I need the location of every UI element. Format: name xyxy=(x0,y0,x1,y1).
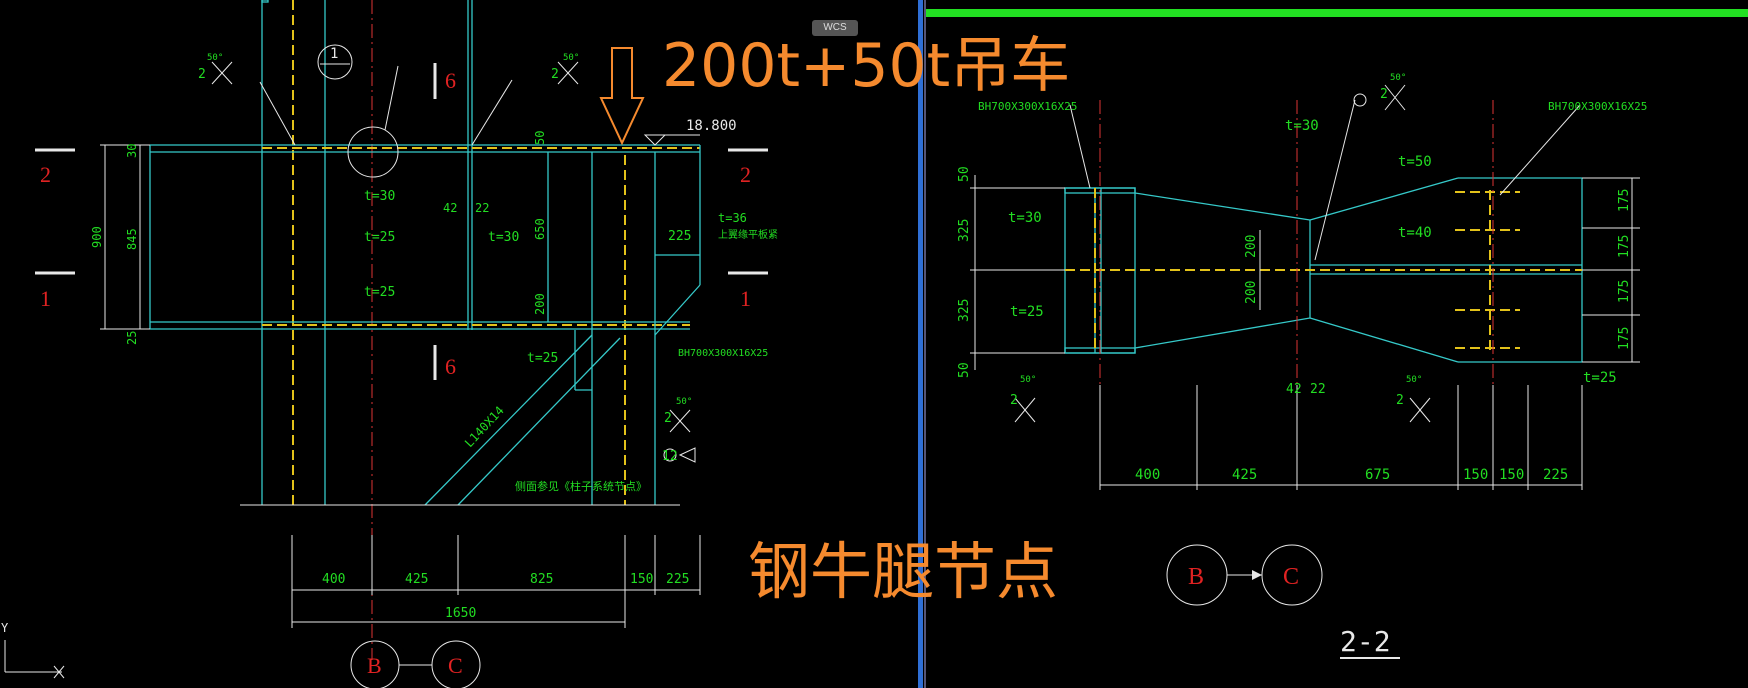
dim-vertical: 200 xyxy=(533,293,547,315)
dim-horizontal: 825 xyxy=(530,572,553,587)
flange-note: 上翼缘平板紧 xyxy=(718,228,778,241)
viewport-top-bar xyxy=(926,9,1748,17)
weld-angle: 50° xyxy=(1020,375,1036,385)
dim-vertical: 50 xyxy=(957,166,972,182)
weld-size: 2 xyxy=(1396,393,1404,408)
dim-horizontal: 150 xyxy=(1463,467,1488,483)
thickness-label: t=30 xyxy=(364,189,395,204)
section-mark-6-bottom: 6 xyxy=(445,354,456,379)
weld-size: 2 xyxy=(664,411,672,426)
thickness-label: t=30 xyxy=(1285,118,1319,134)
axis-label-b: B xyxy=(1188,564,1204,590)
weld-size: 2 xyxy=(1380,87,1388,102)
right-view-labels: BH700X300X16X25 BH700X300X16X25 t=30 t=3… xyxy=(957,73,1647,658)
dim-small: 42 xyxy=(443,201,457,215)
section-mark-1-right: 1 xyxy=(740,286,751,311)
dim-vertical: 25 xyxy=(125,331,139,345)
dim-horizontal: 225 xyxy=(666,572,689,587)
weld-size: 2 xyxy=(1010,393,1018,408)
dim-horizontal: 225 xyxy=(668,229,691,244)
dim-vertical: 50 xyxy=(957,362,972,378)
weld-angle: 50° xyxy=(207,53,223,63)
weld-size: 2 xyxy=(198,67,206,82)
detail-circle-label: 1 xyxy=(330,46,338,62)
viewport-divider-shadow xyxy=(924,0,926,688)
weld-angle: 50° xyxy=(1390,73,1406,83)
dim-total: 1650 xyxy=(445,606,476,621)
dim-horizontal: 150 xyxy=(1499,467,1524,483)
elevation-label: 18.800 xyxy=(686,118,737,134)
dim-horizontal: 150 xyxy=(630,572,653,587)
angle-label: L140X14 xyxy=(462,404,507,451)
thickness-label: t=40 xyxy=(1398,225,1432,241)
dim-horizontal: 425 xyxy=(1232,467,1257,483)
dim-horizontal: 425 xyxy=(405,572,428,587)
dim-horizontal: 400 xyxy=(322,572,345,587)
weld-size: 12 xyxy=(662,449,678,464)
beam-label: BH700X300X16X25 xyxy=(678,348,768,359)
dim-vertical: 175 xyxy=(1617,235,1632,258)
dim-small: 42 xyxy=(1286,382,1302,397)
dim-vertical: 325 xyxy=(957,299,972,322)
dim-vertical: 175 xyxy=(1617,189,1632,212)
thickness-label: t=50 xyxy=(1398,154,1432,170)
beam-label: BH700X300X16X25 xyxy=(1548,100,1647,113)
thickness-label: t=25 xyxy=(364,230,395,245)
thickness-label: t=36 xyxy=(718,211,747,225)
weld-angle: 50° xyxy=(676,397,692,407)
thickness-label: t=25 xyxy=(1583,370,1617,386)
section-mark-6-top: 6 xyxy=(445,68,456,93)
section-mark-1-left: 1 xyxy=(40,286,51,311)
dim-vertical: 325 xyxy=(957,219,972,242)
beam-label: BH700X300X16X25 xyxy=(978,100,1077,113)
dim-vertical: 175 xyxy=(1617,280,1632,303)
ucs-icon: Y xyxy=(1,621,65,679)
dim-vertical: 900 xyxy=(90,226,104,248)
dim-small: 22 xyxy=(1310,382,1326,397)
crane-load-title: 200t+50t吊车 xyxy=(662,31,1070,101)
dim-vertical: 200 xyxy=(1244,235,1259,258)
axis-label-c: C xyxy=(448,653,463,678)
axis-label-c: C xyxy=(1283,564,1299,590)
dim-vertical: 650 xyxy=(533,218,547,240)
weld-angle: 50° xyxy=(563,53,579,63)
thickness-label: t=30 xyxy=(1008,210,1042,226)
thickness-label: t=25 xyxy=(364,285,395,300)
weld-size: 2 xyxy=(551,67,559,82)
right-section-view xyxy=(970,84,1640,659)
thickness-label: t=30 xyxy=(488,230,519,245)
dim-vertical: 200 xyxy=(1244,281,1259,304)
side-note: 侧面参见《柱子系统节点》 xyxy=(515,479,647,493)
thickness-label: t=25 xyxy=(1010,304,1044,320)
axis-label-b: B xyxy=(367,653,382,678)
left-elevation-view xyxy=(35,0,768,688)
thickness-label: t=25 xyxy=(527,351,558,366)
dim-small: 22 xyxy=(475,201,489,215)
ucs-y-label: Y xyxy=(1,621,9,635)
viewport-divider[interactable] xyxy=(918,0,923,688)
dim-horizontal: 225 xyxy=(1543,467,1568,483)
dim-vertical: 175 xyxy=(1617,327,1632,350)
dim-vertical: 30 xyxy=(125,144,139,158)
dim-vertical: 845 xyxy=(125,228,139,250)
dim-vertical: 50 xyxy=(533,131,547,145)
section-mark-2-left: 2 xyxy=(40,162,51,187)
section-title: 2-2 xyxy=(1340,625,1391,658)
section-mark-2-right: 2 xyxy=(740,162,751,187)
weld-angle: 50° xyxy=(1406,375,1422,385)
left-view-labels: 2 1 6 6 2 1 18.800 1 t=30 t=25 t=30 t=25… xyxy=(40,46,778,678)
wcs-badge[interactable]: WCS xyxy=(812,20,858,36)
dim-horizontal: 675 xyxy=(1365,467,1390,483)
bracket-joint-title: 钢牛腿节点 xyxy=(748,535,1058,608)
dim-horizontal: 400 xyxy=(1135,467,1160,483)
